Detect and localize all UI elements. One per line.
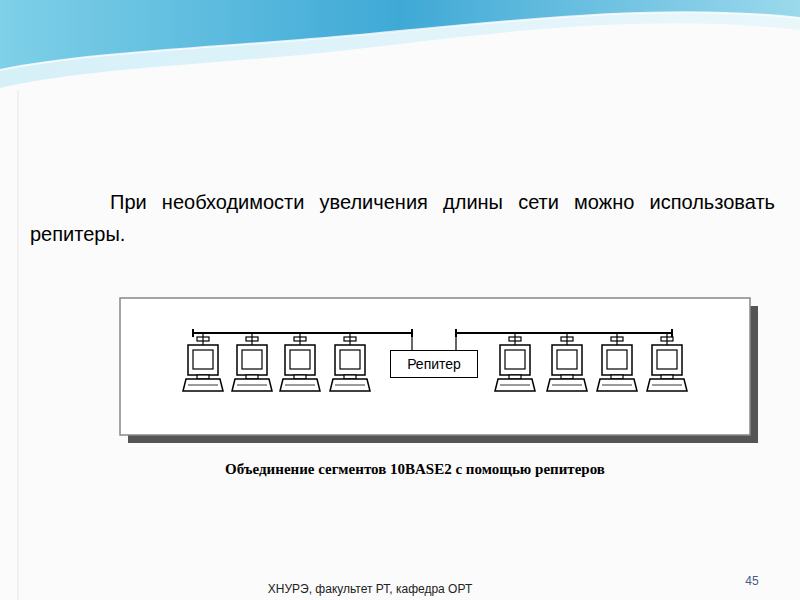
footer-text: ХНУРЭ, факультет РТ, кафедра ОРТ — [170, 582, 570, 596]
device-label: Репитер — [407, 356, 461, 372]
computer-icon — [183, 333, 223, 391]
body-text: При необходимости увеличения длины сети … — [30, 186, 775, 250]
computer-icon — [232, 333, 272, 391]
computer-icon — [547, 333, 587, 391]
computer-icon — [597, 333, 637, 391]
computer-icon — [495, 333, 535, 391]
computer-icon — [330, 333, 370, 391]
repeater-box: Репитер — [390, 350, 478, 378]
figure-caption: Объединение сегментов 10BASE2 с помощью … — [110, 461, 720, 478]
page-number: 45 — [735, 574, 769, 588]
computer-icon — [647, 333, 687, 391]
computer-icon — [280, 333, 320, 391]
